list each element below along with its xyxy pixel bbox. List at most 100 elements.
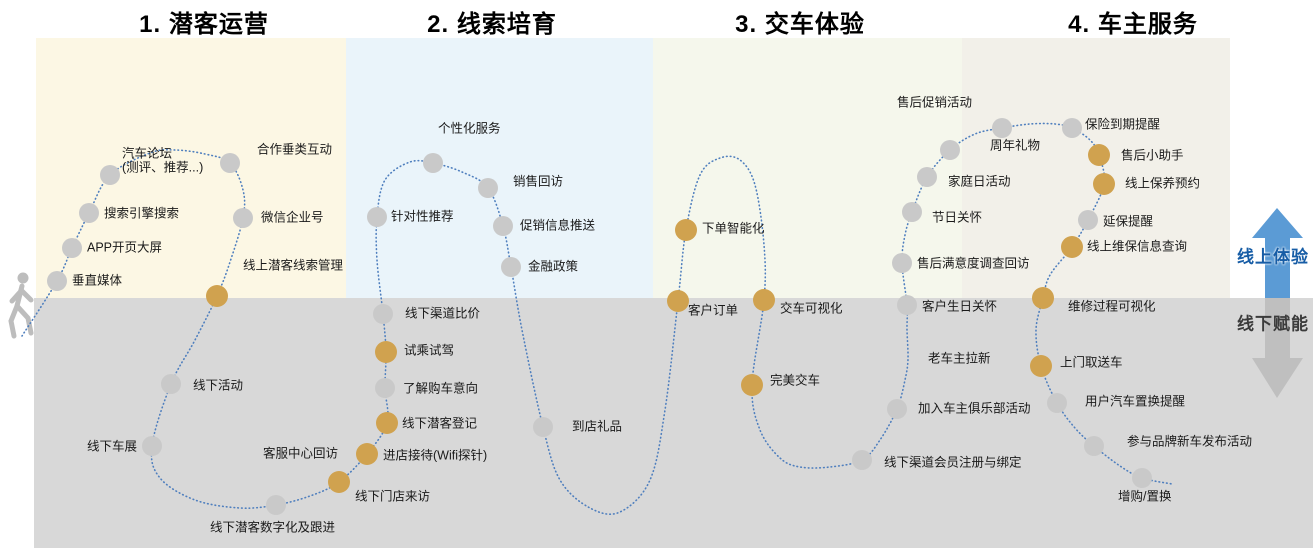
- journey-node-label: 垂直媒体: [72, 273, 123, 288]
- journey-node-label: 试乘试驾: [404, 343, 455, 358]
- journey-node-dot-gray: [62, 238, 82, 258]
- journey-node-label: 周年礼物: [990, 138, 1041, 153]
- offline-enablement-label: 线下赋能: [1237, 314, 1309, 334]
- journey-node-label: 客户生日关怀: [922, 299, 998, 314]
- legend-arrows: [1252, 208, 1303, 398]
- journey-node-dot-gold: [675, 219, 697, 241]
- journey-node-dot-gold: [741, 374, 763, 396]
- journey-node-label: 用户汽车置换提醒: [1085, 394, 1186, 409]
- journey-node-dot-gray: [220, 153, 240, 173]
- journey-node-label: 售后促销活动: [897, 95, 973, 110]
- phase-title-1: 1. 潜客运营: [139, 11, 269, 38]
- journey-node-label: 销售回访: [513, 174, 564, 189]
- journey-node-dot-gold: [1088, 144, 1110, 166]
- journey-node-dot-gold: [206, 285, 228, 307]
- journey-node-dot-gray: [375, 378, 395, 398]
- journey-node-label: 加入车主俱乐部活动: [918, 401, 1031, 416]
- journey-node-label: 线下渠道比价: [405, 306, 481, 321]
- journey-node-label: 合作垂类互动: [257, 142, 333, 157]
- journey-node-dot-gray: [266, 495, 286, 515]
- journey-node-dot-gray: [940, 140, 960, 160]
- journey-node-label: 售后满意度调查回访: [917, 256, 1030, 271]
- online-experience-label: 线上体验: [1237, 247, 1309, 267]
- journey-node-label: 线上维保信息查询: [1087, 239, 1188, 254]
- journey-node-label: 客户订单: [688, 303, 739, 318]
- journey-node-dot-gray: [373, 304, 393, 324]
- journey-node-label: 客服中心回访: [263, 446, 339, 461]
- journey-node-label: 搜索引擎搜索: [104, 206, 180, 221]
- journey-node-label: 上门取送车: [1060, 355, 1123, 370]
- journey-node-label: 保险到期提醒: [1085, 117, 1161, 132]
- journey-node-dot-gold: [1032, 287, 1054, 309]
- journey-node-label: 线上潜客线索管理: [243, 258, 344, 273]
- journey-node-dot-gray: [478, 178, 498, 198]
- journey-node-label: 微信企业号: [261, 210, 324, 225]
- offline-down-arrow: [1252, 298, 1303, 398]
- journey-node-label: 家庭日活动: [948, 174, 1011, 189]
- journey-node-dot-gold: [328, 471, 350, 493]
- journey-node-label: 线下活动: [193, 378, 244, 393]
- journey-node-dot-gray: [142, 436, 162, 456]
- journey-node-dot-gray: [161, 374, 181, 394]
- journey-node-label: 到店礼品: [572, 419, 623, 434]
- journey-node-dot-gold: [753, 289, 775, 311]
- journey-node-label: 线下车展: [86, 439, 137, 454]
- journey-node-dot-gold: [1030, 355, 1052, 377]
- journey-node-label: 完美交车: [770, 373, 821, 388]
- journey-node-dot-gray: [1062, 118, 1082, 138]
- online-up-arrow: [1252, 208, 1303, 298]
- journey-node-dot-gray: [892, 253, 912, 273]
- journey-node-dot-gray: [852, 450, 872, 470]
- journey-node-dot-gold: [1061, 236, 1083, 258]
- phase-band-1: [36, 38, 346, 298]
- journey-node-label: 交车可视化: [780, 301, 843, 316]
- journey-node-dot-gray: [992, 118, 1012, 138]
- journey-node-label: 线下渠道会员注册与绑定: [884, 455, 1022, 470]
- journey-node-label: 参与品牌新车发布活动: [1127, 434, 1253, 449]
- journey-node-label: 节日关怀: [932, 210, 983, 225]
- journey-node-label: 了解购车意向: [403, 381, 479, 396]
- journey-node-dot-gray: [423, 153, 443, 173]
- journey-node-dot-gray: [501, 257, 521, 277]
- journey-node-dot-gray: [493, 216, 513, 236]
- phase-title-4: 4. 车主服务: [1068, 11, 1198, 38]
- journey-node-dot-gold: [356, 443, 378, 465]
- journey-node-dot-gray: [1132, 468, 1152, 488]
- journey-node-dot-gray: [233, 208, 253, 228]
- journey-node-dot-gray: [47, 271, 67, 291]
- journey-node-label: 线下潜客登记: [402, 416, 478, 431]
- journey-node-label: 延保提醒: [1103, 214, 1154, 229]
- journey-node-dot-gold: [375, 341, 397, 363]
- journey-node-dot-gray: [1084, 436, 1104, 456]
- walking-person-icon: [8, 272, 34, 339]
- journey-node-dot-gray: [533, 417, 553, 437]
- journey-node-dot-gray: [917, 167, 937, 187]
- journey-node-dot-gray: [79, 203, 99, 223]
- journey-node-dot-gray: [902, 202, 922, 222]
- journey-node-dot-gold: [1093, 173, 1115, 195]
- journey-node-label: 金融政策: [528, 259, 579, 274]
- journey-node-dot-gray: [367, 207, 387, 227]
- journey-node-label: 维修过程可视化: [1068, 299, 1156, 314]
- journey-node-label: 线下门店来访: [355, 489, 431, 504]
- phase-band-4: [962, 38, 1230, 298]
- journey-node-label: 线下潜客数字化及跟进: [210, 520, 336, 535]
- journey-node-label: 下单智能化: [702, 221, 765, 236]
- phase-title-2: 2. 线索培育: [427, 11, 557, 38]
- journey-node-label: 针对性推荐: [391, 209, 454, 224]
- journey-node-dot-gold: [667, 290, 689, 312]
- journey-node-label: 增购/置换: [1118, 489, 1172, 504]
- journey-node-label: 促销信息推送: [520, 218, 596, 233]
- journey-node-dot-gray: [897, 295, 917, 315]
- journey-node-label: 线上保养预约: [1125, 176, 1201, 191]
- journey-node-label: 售后小助手: [1121, 148, 1184, 163]
- journey-node-dot-gray: [100, 165, 120, 185]
- journey-node-label: 个性化服务: [438, 121, 501, 136]
- phase-title-3: 3. 交车体验: [735, 11, 865, 38]
- journey-node-dot-gold: [376, 412, 398, 434]
- journey-node-label: 老车主拉新: [928, 351, 991, 366]
- journey-node-label: 进店接待(Wifi探针): [383, 448, 488, 463]
- journey-node-dot-gray: [1047, 393, 1067, 413]
